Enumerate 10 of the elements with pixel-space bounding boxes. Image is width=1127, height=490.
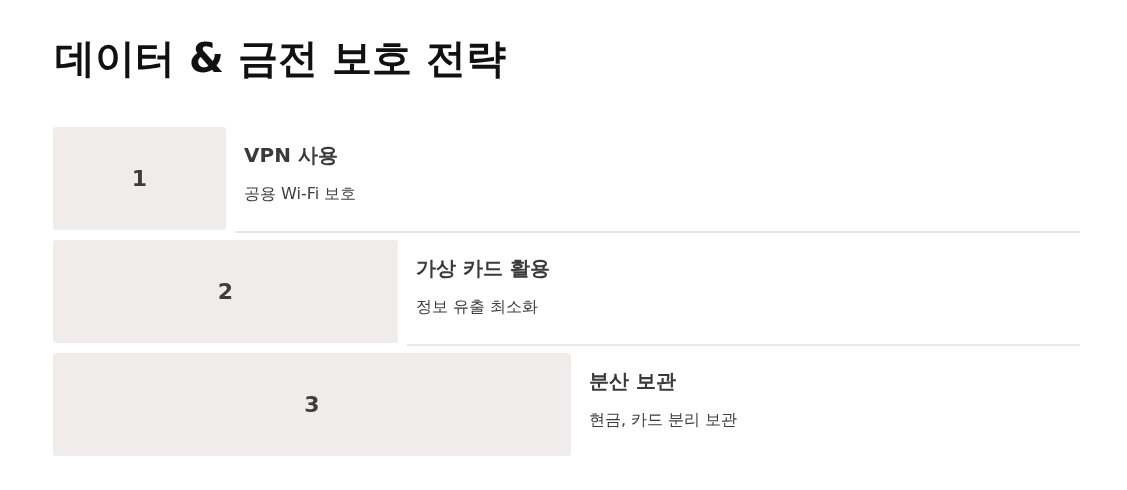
- step-description: 현금, 카드 분리 보관: [589, 410, 738, 431]
- step-description: 공용 Wi-Fi 보호: [244, 184, 357, 205]
- title: 데이터 & 금전 보호 전략: [55, 34, 506, 82]
- step-heading: 분산 보관: [589, 368, 676, 395]
- step-heading: 가상 카드 활용: [416, 255, 550, 282]
- step-heading: VPN 사용: [244, 142, 338, 169]
- step-description: 정보 유출 최소화: [416, 297, 539, 318]
- step-number: 3: [304, 392, 320, 417]
- step-number: 1: [131, 166, 148, 191]
- step-number: 2: [217, 279, 234, 304]
